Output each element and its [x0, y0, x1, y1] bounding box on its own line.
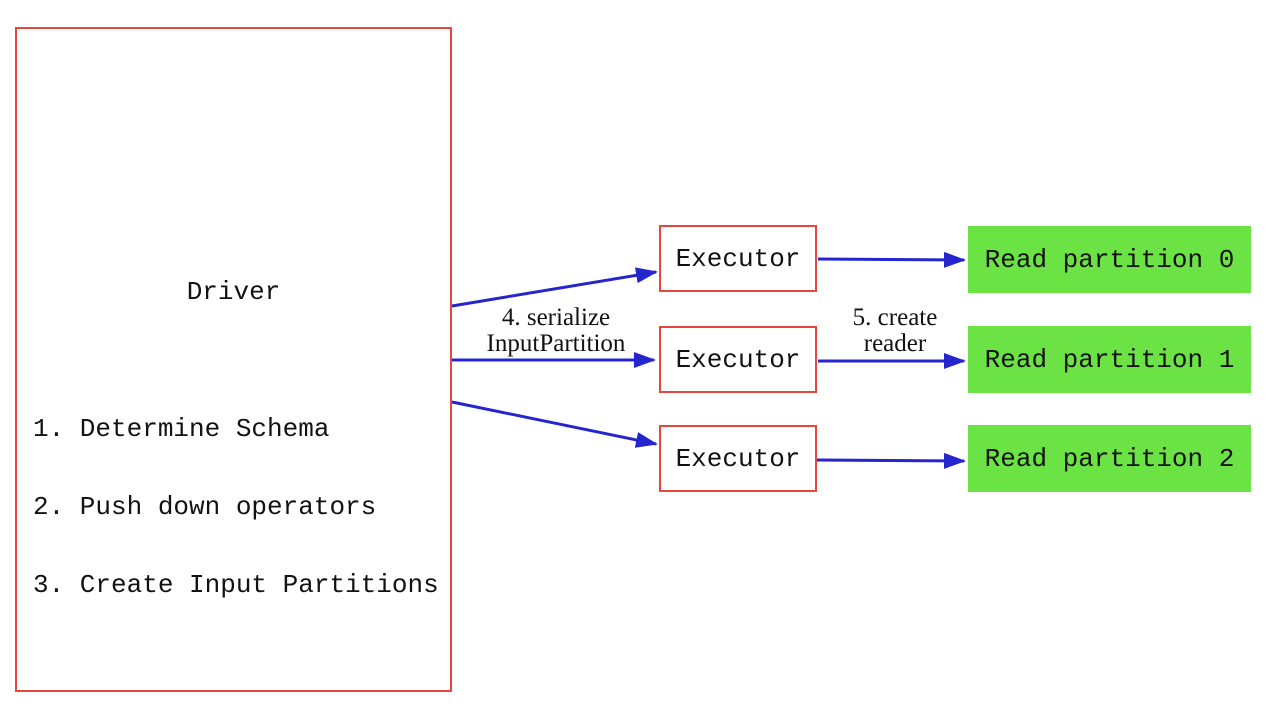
serialize-inputpartition-label: 4. serialize InputPartition [446, 305, 666, 357]
executor-label-1: Executor [675, 243, 801, 274]
create-reader-label: 5. create reader [785, 305, 1005, 357]
arrow-executor-3-to-partition-2 [816, 452, 966, 469]
executor-box-1: Executor [659, 225, 817, 292]
driver-steps-list: 1. Determine Schema 2. Push down operato… [33, 364, 439, 650]
serialize-label-line2: InputPartition [486, 330, 626, 357]
read-partition-box-0: Read partition 0 [968, 226, 1251, 293]
executor-label-3: Executor [675, 443, 801, 474]
driver-step-2: 2. Push down operators [33, 492, 377, 522]
read-partition-box-1: Read partition 1 [968, 326, 1251, 393]
driver-title: Driver [186, 277, 281, 307]
read-partition-label-2: Read partition 2 [984, 443, 1235, 474]
driver-step-1: 1. Determine Schema [33, 414, 330, 444]
driver-step-3: 3. Create Input Partitions [33, 570, 439, 600]
serialize-label-line1: 4. serialize [501, 304, 611, 331]
create-reader-label-line2: reader [863, 330, 927, 357]
read-partition-box-2: Read partition 2 [968, 425, 1251, 492]
arrow-driver-to-executor-1 [451, 267, 658, 308]
executor-box-3: Executor [659, 425, 817, 492]
create-reader-label-line1: 5. create [852, 304, 938, 331]
executor-label-2: Executor [675, 344, 801, 375]
executor-box-2: Executor [659, 326, 817, 393]
arrow-executor-1-to-partition-0 [817, 251, 966, 268]
arrow-driver-to-executor-3 [451, 400, 658, 448]
read-partition-label-1: Read partition 1 [984, 344, 1235, 375]
driver-box: Driver 1. Determine Schema 2. Push down … [15, 27, 452, 692]
read-partition-label-0: Read partition 0 [984, 244, 1235, 275]
